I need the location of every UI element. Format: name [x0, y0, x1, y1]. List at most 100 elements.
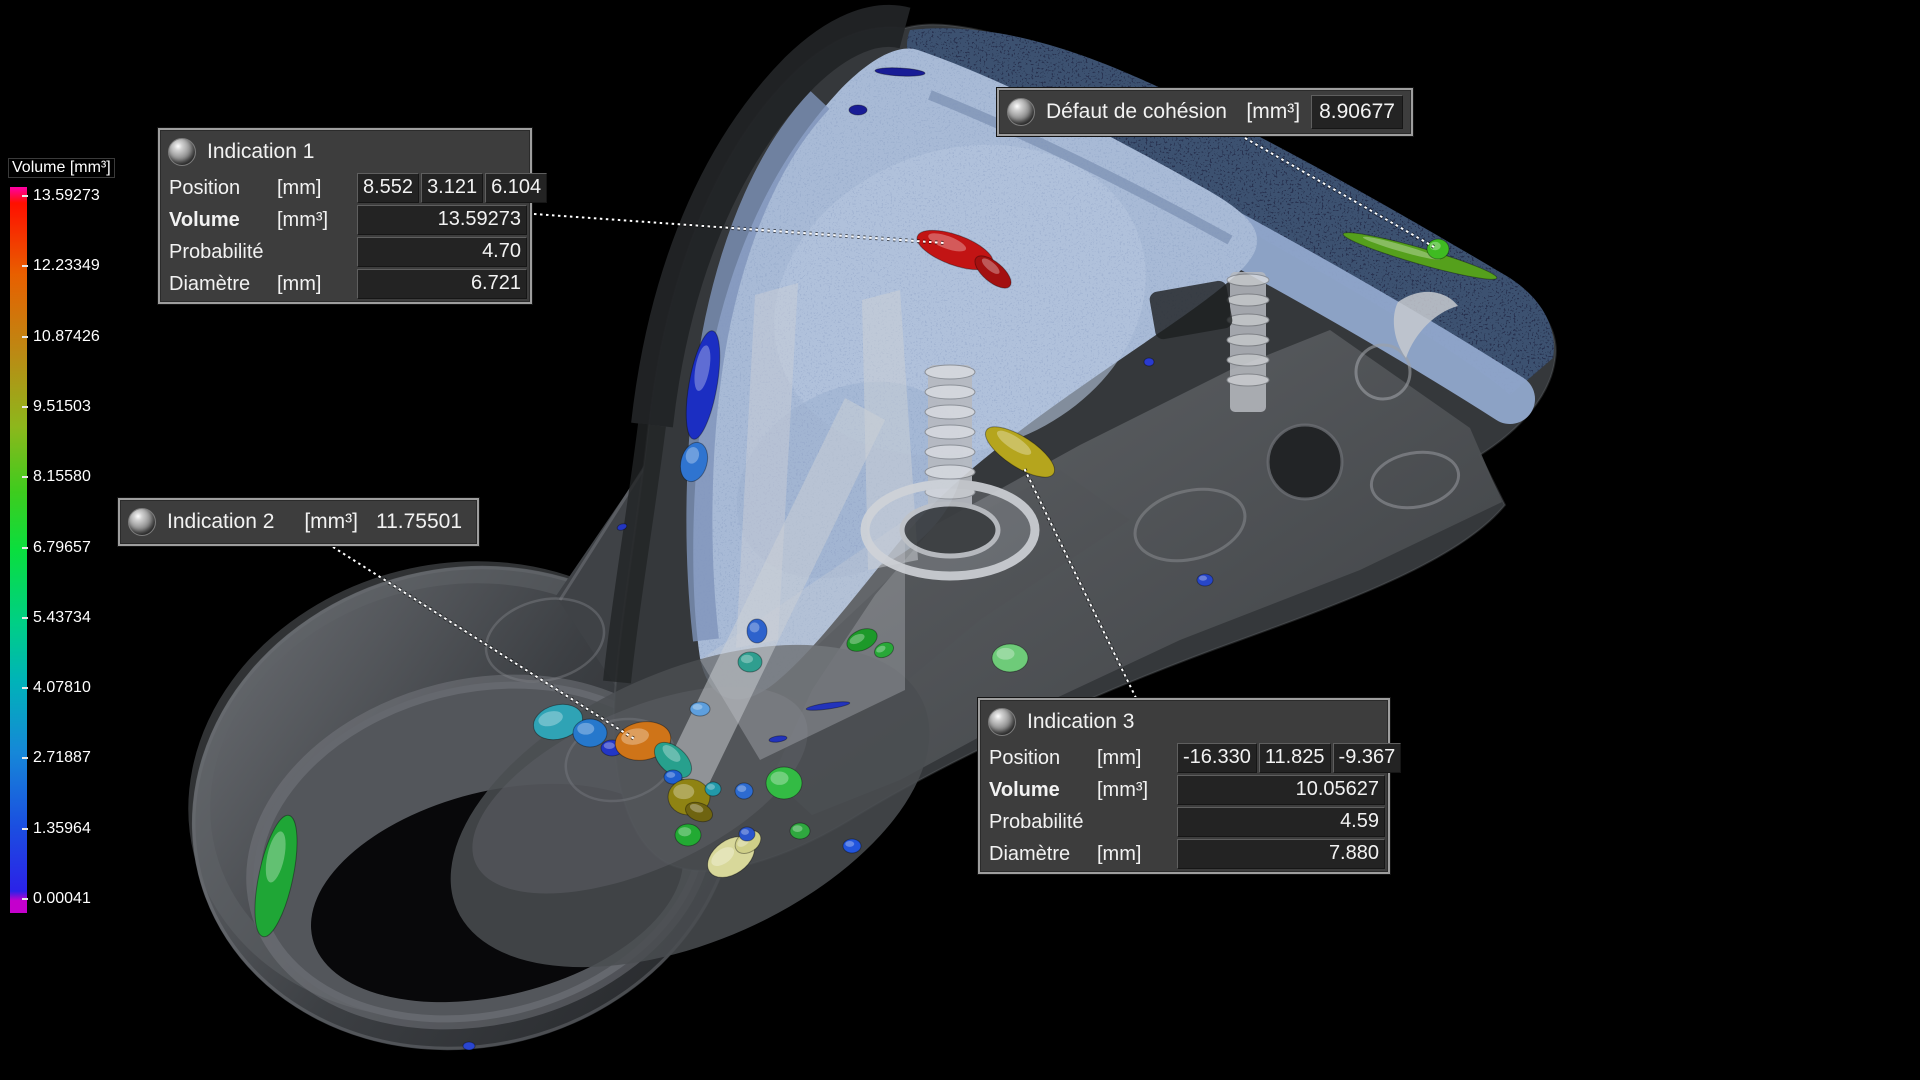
annotation-box-indication-1[interactable]: Indication 1 Position [mm] 8.552 3.121 6…	[158, 128, 548, 304]
defect-blue-4[interactable]	[734, 782, 754, 800]
defect-teal-4[interactable]	[704, 781, 722, 797]
defect-navy-streak-highlight	[694, 345, 711, 391]
row-unit: [mm]	[1097, 843, 1142, 865]
annotation-title: Indication 1	[207, 140, 315, 163]
annotation-row-volume: Volume [mm³] 13.59273	[163, 205, 527, 235]
annotation-title: Défaut de cohésion	[1046, 100, 1227, 123]
leader-line-indication1	[533, 213, 945, 244]
defect-yellow-indication3[interactable]	[978, 418, 1061, 487]
part-machined-features	[484, 280, 1461, 803]
color-scale-tick-mark	[22, 757, 28, 760]
defect-bluestreak-2[interactable]	[768, 735, 788, 743]
color-scale-tick-mark	[22, 195, 28, 197]
color-scale-tick-label: 2.71887	[33, 749, 91, 767]
row-unit: [mm³]	[1246, 100, 1301, 123]
defect-red-tail[interactable]	[970, 250, 1017, 294]
position-z-value: -9.367	[1332, 743, 1402, 773]
defect-blue-5[interactable]	[738, 826, 756, 842]
color-scale-tick-label: 9.51503	[33, 397, 91, 415]
defect-teal-1[interactable]	[529, 699, 586, 745]
color-scale-tick-mark	[22, 265, 28, 268]
indication-sphere-icon	[128, 508, 156, 536]
row-label: Volume	[169, 209, 240, 231]
color-scale-tick-label: 10.87426	[33, 327, 100, 345]
row-unit: [mm]	[1097, 747, 1142, 769]
defect-bluedot-1[interactable]	[1143, 357, 1155, 367]
annotation-box-indication-2[interactable]: Indication 2 [mm³] 11.75501	[118, 498, 479, 546]
defect-blue-drop[interactable]	[676, 439, 711, 484]
defect-navy-spot[interactable]	[848, 104, 868, 116]
defect-olive-2[interactable]	[683, 799, 715, 825]
annotation-row-probability: Probabilité 4.59	[983, 807, 1385, 837]
defect-green-3[interactable]	[789, 822, 811, 840]
color-scale-tick-mark	[22, 616, 28, 619]
defect-blue-3-highlight	[666, 771, 676, 778]
row-label: Position	[169, 177, 241, 199]
defect-red-indication1-highlight	[928, 233, 967, 252]
part-threaded-insert-a	[860, 364, 1040, 581]
defect-navy-dash-top[interactable]	[874, 67, 926, 78]
row-unit: [mm³]	[304, 510, 358, 533]
defect-teal-4-highlight	[707, 783, 715, 790]
defect-blue-6[interactable]	[842, 838, 862, 854]
defect-layer	[246, 67, 1499, 1051]
position-z-value: 6.104	[485, 173, 548, 203]
defect-green-ring[interactable]	[246, 812, 305, 940]
defect-navy-streak[interactable]	[680, 328, 727, 441]
defect-bluedot-4[interactable]	[462, 1041, 476, 1051]
row-unit	[1097, 807, 1177, 837]
defect-green-2[interactable]	[765, 766, 803, 800]
defect-green-5[interactable]	[872, 639, 896, 660]
volume-value: 11.75501	[375, 510, 462, 533]
defect-lightgreen-1[interactable]	[991, 643, 1029, 673]
row-unit: [mm]	[277, 177, 322, 199]
annotation-row-position: Position [mm] -16.330 11.825 -9.367	[983, 743, 1402, 773]
defect-blue-2-highlight	[749, 622, 760, 633]
defect-teal-3[interactable]	[737, 651, 763, 673]
color-scale-tick-mark	[22, 827, 28, 830]
color-scale-tick-mark	[22, 546, 28, 549]
defect-green-ball[interactable]	[1426, 238, 1450, 260]
defect-bluedot-3[interactable]	[616, 522, 628, 531]
defect-green-streak[interactable]	[1341, 226, 1499, 285]
row-label: Probabilité	[169, 241, 264, 263]
defect-blue-1[interactable]	[572, 718, 608, 748]
defect-bluedot-2[interactable]	[1196, 573, 1214, 587]
defect-bluestreak-1[interactable]	[805, 700, 851, 712]
defect-teal-2[interactable]	[648, 736, 698, 785]
defect-green-ring-highlight	[265, 831, 286, 883]
color-scale-tick-label: 4.07810	[33, 679, 91, 697]
defect-olive-2-highlight	[689, 803, 704, 813]
defect-lightgreen-1-highlight	[996, 647, 1015, 660]
row-label: Diamètre	[169, 273, 251, 295]
leader-line-layer	[331, 136, 1435, 742]
color-scale-gradient-bar	[10, 187, 27, 913]
annotation-box-defaut-de-cohesion[interactable]: Défaut de cohésion [mm³] 8.90677	[997, 88, 1413, 136]
defect-green-3-highlight	[792, 825, 803, 832]
row-label: Position	[989, 747, 1061, 769]
defect-teal-1-highlight	[538, 711, 563, 727]
leader-line-indication3	[1023, 467, 1137, 699]
volume-value: 13.59273	[357, 205, 527, 235]
defect-skyblue-1-highlight	[692, 703, 703, 710]
color-scale-tick-label: 8.15580	[33, 468, 91, 486]
annotation-box-indication-3[interactable]: Indication 3 Position [mm] -16.330 11.82…	[978, 698, 1402, 874]
part-outer-shell-band-lower	[603, 423, 666, 684]
defect-skyblue-1[interactable]	[689, 701, 711, 717]
indication-sphere-icon	[168, 138, 196, 166]
indication-sphere-icon	[988, 708, 1016, 736]
indication-sphere-icon	[1007, 98, 1035, 126]
defect-green-4[interactable]	[843, 624, 880, 656]
defect-red-tail-highlight	[981, 258, 1000, 274]
defect-blue-2[interactable]	[746, 618, 768, 644]
color-scale-tick-label: 5.43734	[33, 608, 91, 626]
defect-green-5-highlight	[876, 645, 886, 653]
defect-blue-3[interactable]	[663, 769, 683, 785]
color-scale-tick-mark	[22, 476, 28, 479]
defect-green-1[interactable]	[674, 823, 702, 847]
defect-blue-drop-highlight	[685, 447, 700, 464]
color-scale-tick-label: 13.59273	[33, 187, 100, 204]
annotation-title: Indication 2	[167, 510, 275, 533]
